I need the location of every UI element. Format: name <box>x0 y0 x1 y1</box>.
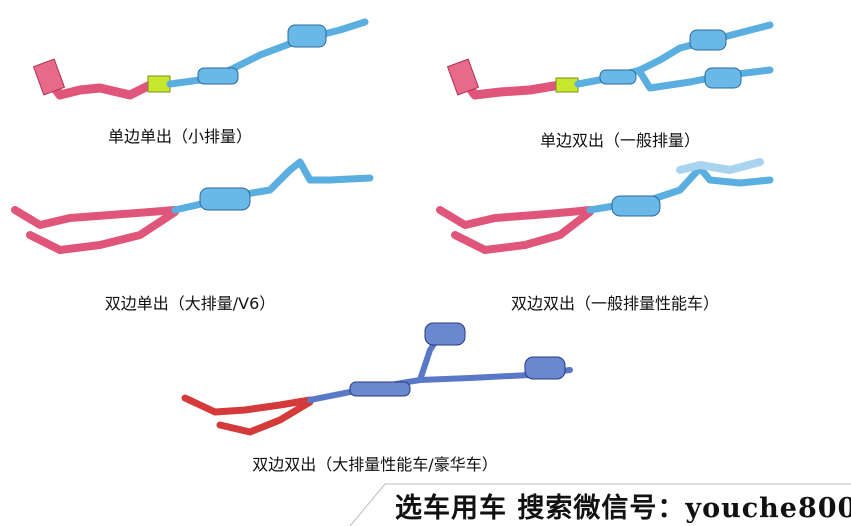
banner-divider <box>349 483 851 526</box>
exhaust-single-single <box>33 18 369 100</box>
watermark-banner: 选车用车 搜索微信号：youche800 <box>395 486 851 525</box>
exhaust-dual-dual-large <box>181 322 573 436</box>
caption-dual-single: 双边单出（大排量/V6） <box>104 294 276 313</box>
caption-single-single: 单边单出（小排量） <box>107 127 253 146</box>
exhaust-dual-single <box>11 158 374 254</box>
caption-dual-dual: 双边双出（一般排量性能车） <box>510 294 720 313</box>
caption-dual-dual-large: 双边双出（大排量性能车/豪华车） <box>252 455 498 474</box>
caption-single-dual: 单边双出（一般排量） <box>539 131 701 150</box>
banner-cn: 选车用车 搜索微信号： <box>395 493 686 524</box>
exhaust-dual-dual <box>436 158 774 254</box>
banner-wechat-id: youche800 <box>685 493 851 524</box>
exhaust-single-dual <box>447 21 774 100</box>
